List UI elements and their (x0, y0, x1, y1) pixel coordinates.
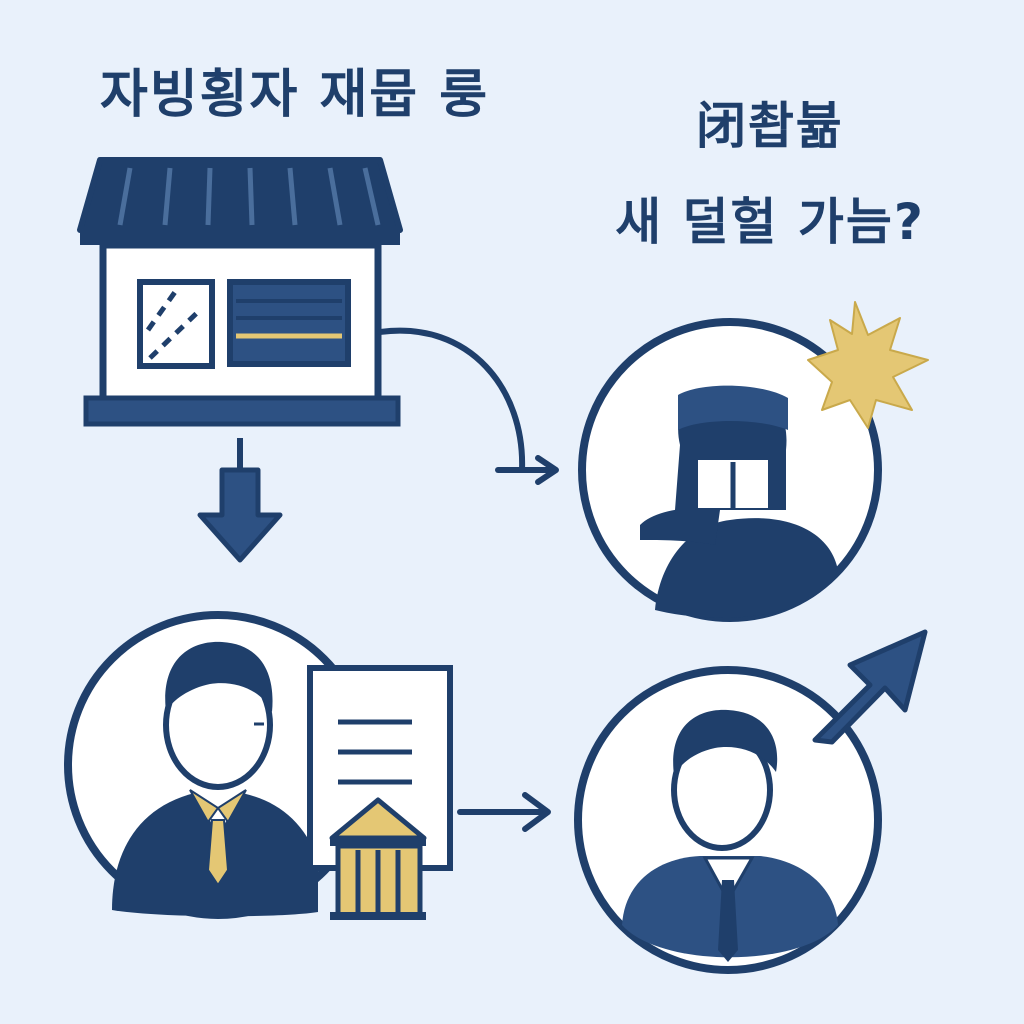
hooded-person-icon (578, 318, 882, 622)
businessman-icon (64, 611, 372, 919)
burst-icon (807, 301, 929, 429)
heading-right-line-1: 闭촵뷺 (696, 97, 844, 155)
curved-arrow-icon (377, 327, 559, 485)
heading-left: 자빙횡자 재뭅 룽 (100, 65, 490, 125)
heading-right-line-2: 새 덜헐 가늠? (615, 193, 925, 251)
person-icon (574, 666, 882, 974)
bank-building-icon (329, 797, 427, 920)
right-arrow-icon (457, 792, 551, 832)
down-arrow-icon (197, 438, 283, 563)
up-right-arrow-icon (812, 629, 928, 745)
heading-right: 闭촵뷺 새 덜헐 가늠? (560, 78, 980, 270)
storefront-icon (77, 157, 403, 427)
